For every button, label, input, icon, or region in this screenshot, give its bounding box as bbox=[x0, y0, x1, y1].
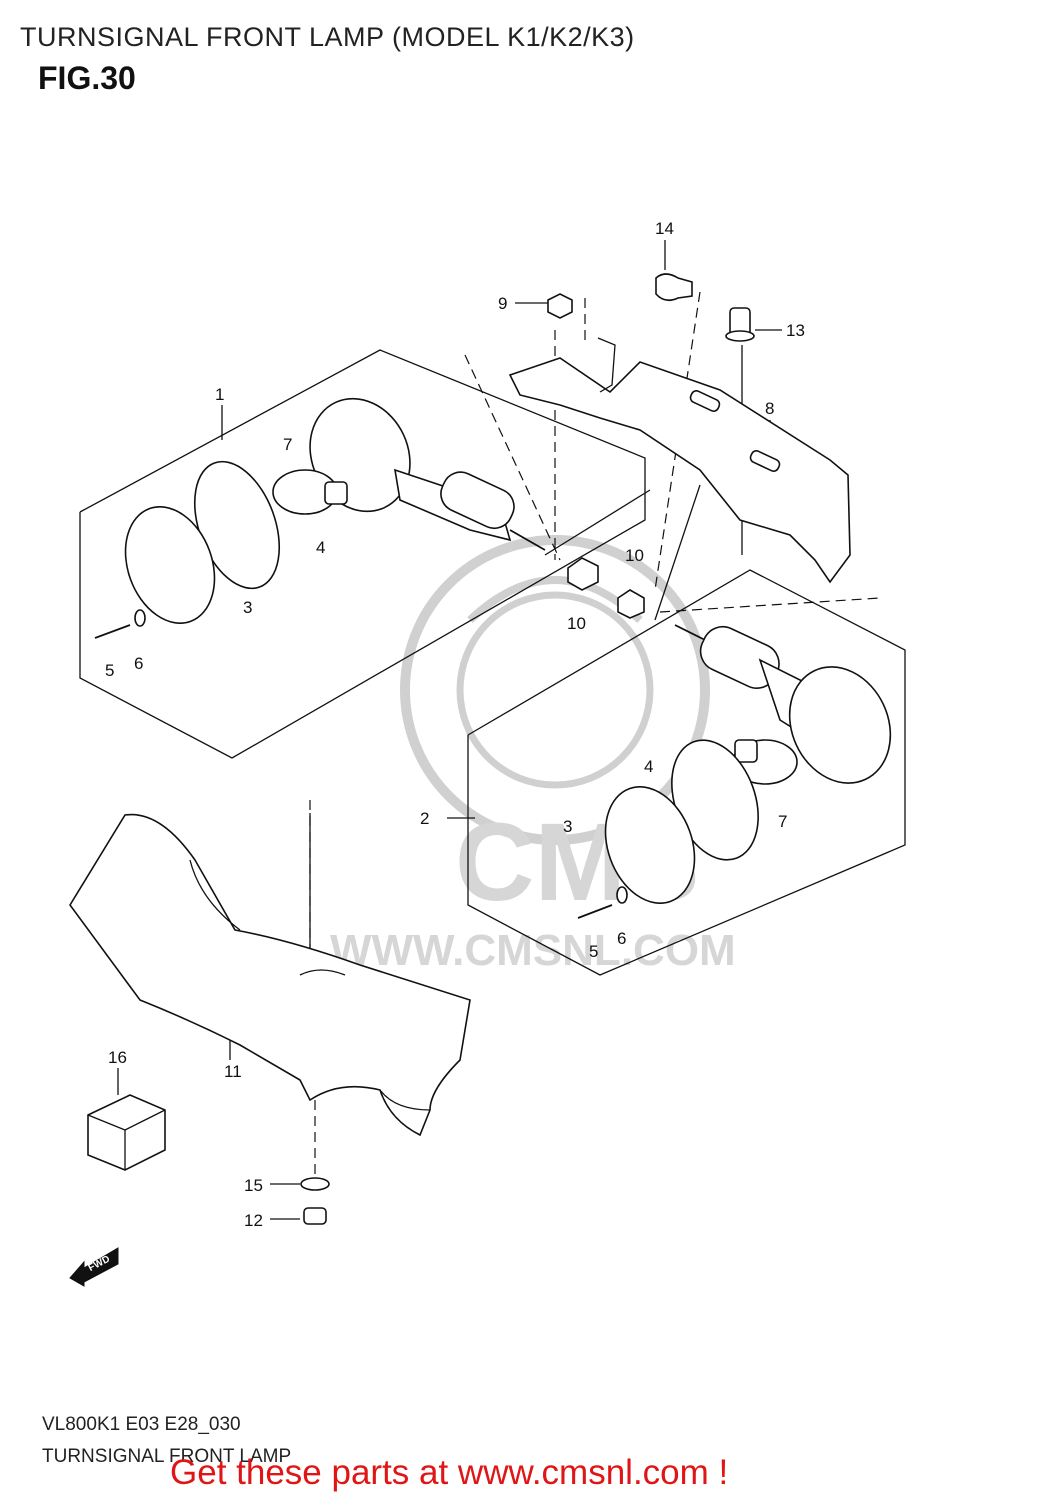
washer-15 bbox=[300, 1177, 330, 1191]
callout-1: 1 bbox=[215, 385, 224, 404]
diagram-code: VL800K1 E03 E28_030 bbox=[42, 1414, 241, 1435]
callout-12: 12 bbox=[244, 1211, 263, 1230]
callout-8: 8 bbox=[765, 399, 774, 418]
left-turnsignal-housing bbox=[309, 397, 546, 551]
callout-3-left: 3 bbox=[243, 598, 252, 617]
screw-left bbox=[94, 624, 131, 639]
cover-11 bbox=[69, 813, 471, 1137]
callout-7-right: 7 bbox=[778, 812, 787, 831]
callout-7-left: 7 bbox=[283, 435, 292, 454]
bolt-14 bbox=[655, 273, 693, 302]
watermark-url: WWW.CMSNL.COM bbox=[330, 926, 736, 975]
bolt-12 bbox=[303, 1207, 327, 1225]
callout-4-left: 4 bbox=[316, 538, 325, 557]
parts-link[interactable]: Get these parts at www.cmsnl.com ! bbox=[170, 1453, 729, 1492]
lens-right bbox=[604, 786, 696, 904]
callout-3-right: 3 bbox=[563, 817, 572, 836]
screw-right bbox=[577, 904, 613, 919]
washer-right bbox=[616, 886, 628, 904]
forward-arrow-icon: FWD bbox=[69, 1247, 119, 1287]
assembly-box-2 bbox=[467, 569, 906, 976]
assembly-box-1 bbox=[79, 349, 646, 759]
figure-number: FIG.30 bbox=[38, 60, 136, 96]
page-title: TURNSIGNAL FRONT LAMP (MODEL K1/K2/K3) bbox=[20, 22, 635, 52]
relay-16 bbox=[87, 1094, 166, 1171]
callout-10-left: 10 bbox=[567, 614, 586, 633]
callout-6-right: 6 bbox=[617, 929, 626, 948]
nut-9 bbox=[547, 293, 573, 319]
callout-9: 9 bbox=[498, 294, 507, 313]
callout-4-right: 4 bbox=[644, 757, 653, 776]
callout-16: 16 bbox=[108, 1048, 127, 1067]
callout-15: 15 bbox=[244, 1176, 263, 1195]
washer-left bbox=[134, 609, 146, 627]
nut-10-left bbox=[567, 557, 599, 591]
callout-6-left: 6 bbox=[134, 654, 143, 673]
callout-10-right: 10 bbox=[625, 546, 644, 565]
watermark-logo: CMS WWW.CMSNL.COM bbox=[330, 535, 736, 975]
callout-11: 11 bbox=[224, 1062, 242, 1081]
right-turnsignal-housing bbox=[674, 624, 892, 784]
diagram-subtitle: TURNSIGNAL FRONT LAMP bbox=[42, 1446, 292, 1467]
callout-5-right: 5 bbox=[589, 942, 598, 961]
nut-10-right bbox=[617, 589, 645, 619]
callout-2: 2 bbox=[420, 809, 429, 828]
lens-left bbox=[124, 506, 216, 624]
callout-5-left: 5 bbox=[105, 661, 114, 680]
callout-14: 14 bbox=[655, 219, 674, 238]
bracket bbox=[508, 357, 851, 584]
callout-13: 13 bbox=[786, 321, 805, 340]
